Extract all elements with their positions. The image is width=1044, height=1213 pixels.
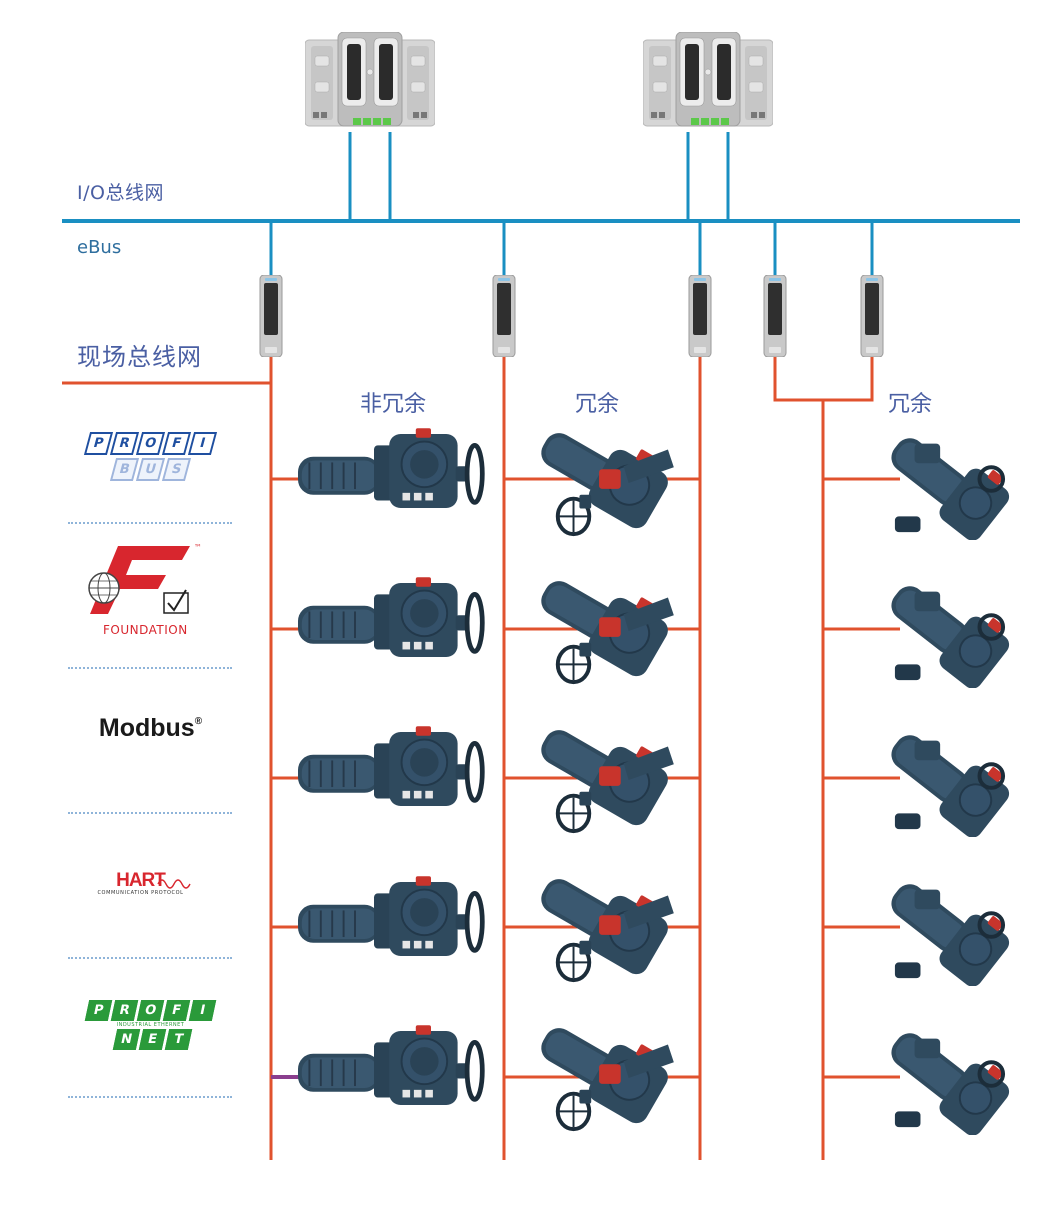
modbus-logo-text: Modbus — [98, 714, 195, 742]
logo-letter: T — [164, 1029, 193, 1050]
logo-letter: P — [84, 1000, 113, 1021]
logo-letter: O — [136, 1000, 165, 1021]
actuator-angled-icon — [530, 422, 678, 537]
protocol-separator — [68, 812, 232, 814]
foundation-logo-icon — [88, 546, 190, 614]
logo-letter: S — [161, 458, 192, 481]
hart-logo-text: HART — [116, 870, 166, 891]
gateway-module-icon — [763, 275, 787, 357]
trademark-mark: ™ — [194, 543, 202, 552]
actuator-angled-icon — [530, 1017, 678, 1132]
actuator-horizontal-icon — [298, 577, 482, 657]
gateway-module-icon — [259, 275, 283, 357]
logo-letter: N — [112, 1029, 141, 1050]
gateway-module-icon — [688, 275, 712, 357]
actuator-angled-icon — [885, 1017, 1013, 1135]
redundant-label: 冗余 — [575, 392, 620, 417]
ebus-drops — [269, 221, 874, 277]
actuator-angled-icon — [530, 868, 678, 983]
profibus-logo: P R O F I B U S — [68, 432, 233, 492]
logo-letter: I — [188, 1000, 217, 1021]
logo-letter: B — [109, 458, 140, 481]
protocol-separator — [68, 522, 232, 524]
foundation-logo-text: FOUNDATION — [103, 623, 188, 637]
actuator-horizontal-icon — [298, 726, 482, 806]
redundant-label: 冗余 — [888, 392, 933, 417]
controller-unit-icon — [643, 32, 773, 127]
modbus-logo: Modbus® — [68, 714, 233, 743]
actuator-horizontal-icon — [298, 876, 482, 956]
controller-uplinks — [348, 132, 730, 221]
profinet-logo-subtitle: INDUSTRIAL ETHERNET — [116, 1022, 185, 1028]
gateway-module-icon — [492, 275, 516, 357]
logo-letter: I — [187, 432, 218, 455]
protocol-separator — [68, 957, 232, 959]
actuator-horizontal-icon — [298, 1025, 482, 1105]
logo-letter: E — [138, 1029, 167, 1050]
hart-wave-icon — [157, 879, 191, 889]
field-bus-label: 现场总线网 — [77, 343, 202, 371]
io-bus-label: I/O总线网 — [77, 182, 164, 204]
hart-logo-subtitle: COMMUNICATION PROTOCOL — [97, 890, 184, 896]
hart-logo: HART COMMUNICATION PROTOCOL — [58, 870, 223, 896]
actuator-angled-icon — [885, 570, 1013, 688]
logo-letter: R — [110, 1000, 139, 1021]
actuator-angled-icon — [885, 719, 1013, 837]
foundation-logo: FOUNDATION ™ — [68, 543, 233, 641]
registered-mark: ® — [194, 716, 203, 727]
controller-unit-icon — [305, 32, 435, 127]
gateway-module-icon — [860, 275, 884, 357]
logo-letter: F — [161, 432, 192, 455]
logo-letter: F — [162, 1000, 191, 1021]
non-redundant-label: 非冗余 — [360, 392, 427, 417]
logo-letter: P — [83, 432, 114, 455]
profinet-logo: P R O F I INDUSTRIAL ETHERNET N E T — [68, 1000, 233, 1050]
protocol-separator — [68, 1096, 232, 1098]
logo-letter: U — [135, 458, 166, 481]
ebus-label: eBus — [77, 237, 122, 258]
actuator-angled-icon — [885, 868, 1013, 986]
logo-letter: R — [109, 432, 140, 455]
protocol-separator — [68, 667, 232, 669]
actuator-angled-icon — [530, 570, 678, 685]
actuator-horizontal-icon — [298, 428, 482, 508]
logo-letter: O — [135, 432, 166, 455]
actuator-angled-icon — [530, 719, 678, 834]
